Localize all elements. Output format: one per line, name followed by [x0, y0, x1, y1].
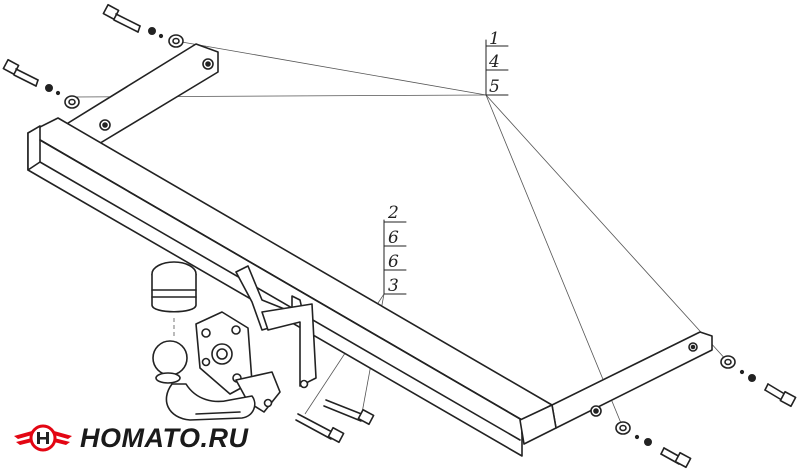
- tow-ball-neck: [152, 340, 256, 421]
- callout-label-6b: 6: [388, 252, 399, 272]
- brand-logo[interactable]: HOMATO.RU: [12, 418, 249, 458]
- callout-stack-top: 1 4 5: [485, 29, 509, 97]
- tow-ball-cap: [151, 261, 197, 338]
- callout-label-4: 4: [488, 52, 500, 72]
- hitch-mounting-plate: [195, 265, 317, 413]
- right-mounting-bracket: [519, 331, 713, 445]
- winged-h-emblem-icon: [14, 424, 72, 452]
- bolt-set-top-1: [102, 3, 184, 48]
- callout-label-2: 2: [387, 203, 399, 223]
- bolt-set-right-1: [720, 355, 797, 408]
- callout-label-3: 3: [388, 276, 399, 296]
- bolt-set-right-2: [615, 421, 692, 469]
- brand-logo-text: HOMATO.RU: [80, 422, 249, 453]
- callout-label-5: 5: [489, 77, 500, 97]
- callout-stack-center: 2 6 6 3: [383, 203, 407, 296]
- bolt-set-top-2: [2, 58, 80, 109]
- callout-label-1: 1: [489, 29, 500, 49]
- bolts-center: [295, 399, 375, 444]
- main-cross-beam: [27, 117, 553, 457]
- callout-label-6a: 6: [388, 228, 399, 248]
